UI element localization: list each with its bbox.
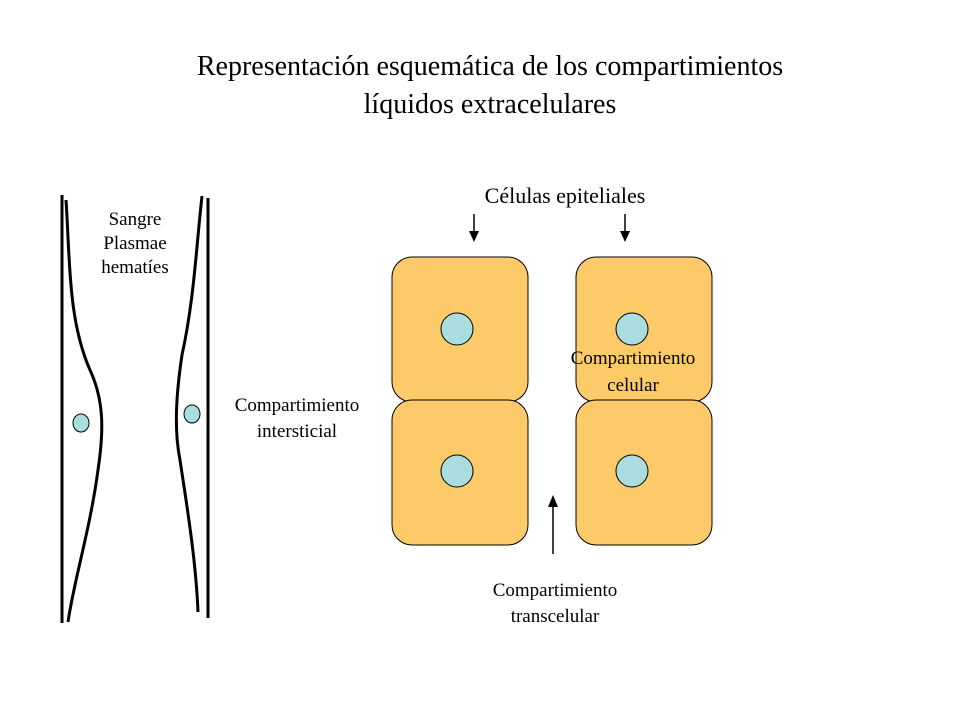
interstitial-label: Compartimiento intersticial: [212, 393, 382, 445]
arrows: [469, 214, 630, 554]
cell-nucleus: [615, 312, 649, 346]
blood-label-line-3: hematíes: [101, 257, 169, 278]
interstitial-label-line-2: intersticial: [256, 421, 338, 442]
blood-label-line-1: Sangre: [108, 209, 162, 230]
arrow-up-transcellular: [548, 495, 558, 554]
cellular-label-line-1: Compartimiento: [570, 348, 696, 369]
blood-vessel: [60, 195, 210, 623]
transcellular-label: Compartimiento transcelular: [470, 578, 640, 630]
cellular-label: Compartimiento celular: [558, 345, 708, 399]
blood-label: Sangre Plasmae hematíes: [85, 208, 185, 280]
arrow-down-left: [469, 214, 479, 242]
transcellular-label-line-2: transcelular: [510, 606, 600, 627]
cell-nucleus: [615, 454, 649, 488]
vessel-inner-wall-right: [174, 195, 204, 613]
vessel-inner-wall-left: [64, 199, 104, 623]
arrow-down-right: [620, 214, 630, 242]
title-line-2: líquidos extracelulares: [363, 89, 617, 120]
transcellular-label-line-1: Compartimiento: [492, 580, 618, 601]
cellular-label-line-2: celular: [607, 375, 659, 396]
interstitial-label-line-1: Compartimiento: [234, 395, 360, 416]
title-line-1: Representación esquemática de los compar…: [196, 51, 784, 82]
epithelial-cells: [391, 256, 713, 546]
cell-nucleus: [440, 312, 474, 346]
slide-title: Representación esquemática de los compar…: [0, 48, 960, 124]
red-blood-cell: [183, 404, 201, 424]
epithelial-label: Células epiteliales: [484, 183, 646, 208]
cell-nucleus: [440, 454, 474, 488]
blood-label-line-2: Plasmae: [103, 233, 167, 254]
red-blood-cell: [72, 413, 90, 433]
